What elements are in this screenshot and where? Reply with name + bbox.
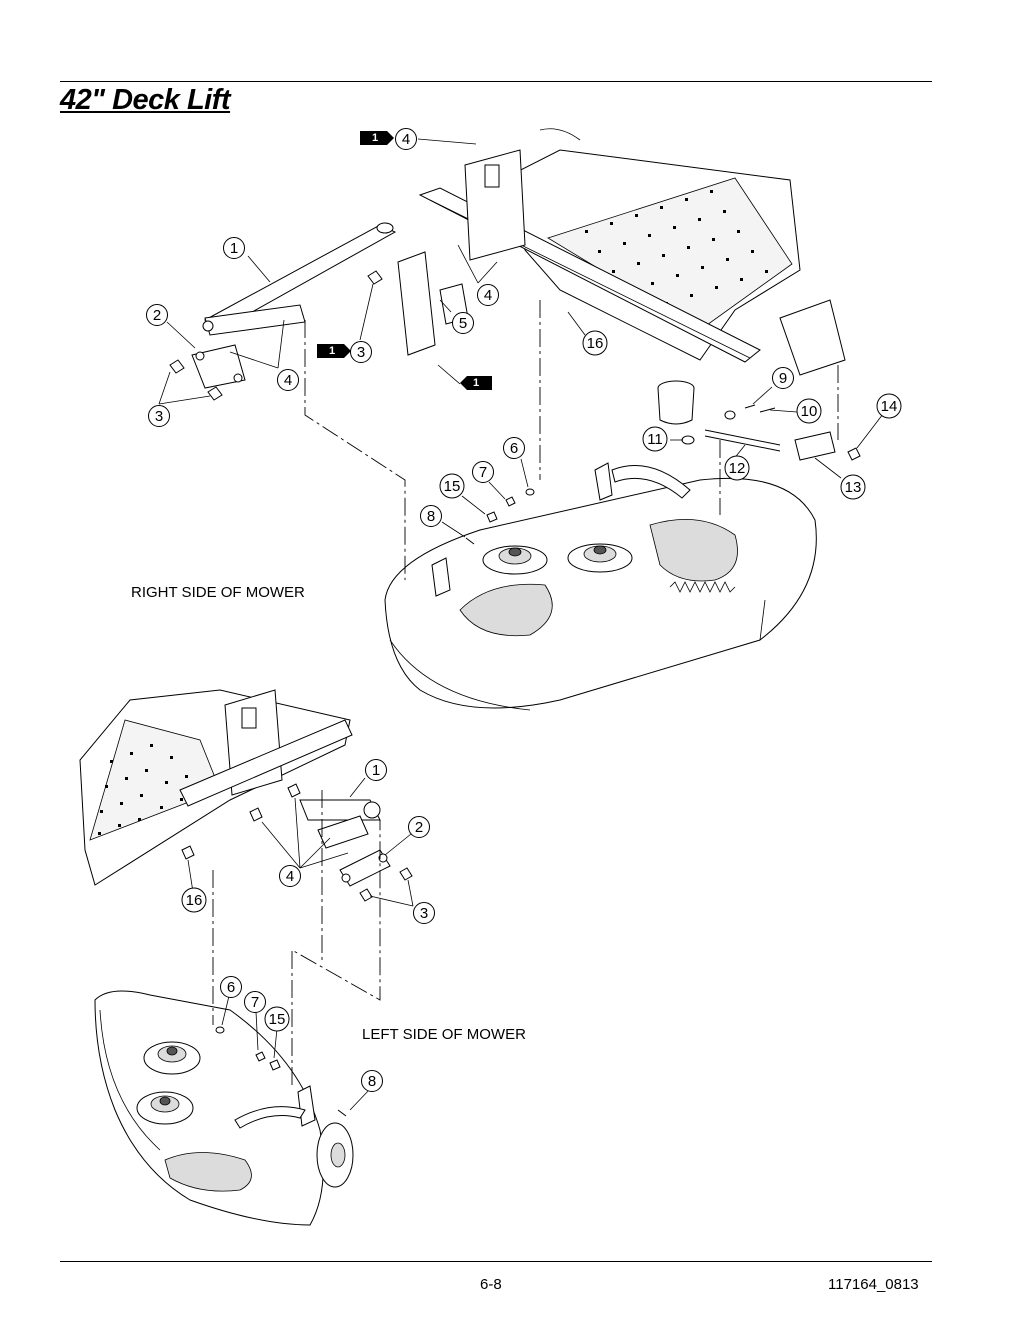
- callout-left-item-4: 4: [279, 865, 301, 887]
- svg-text:8: 8: [427, 508, 435, 525]
- svg-text:6: 6: [510, 440, 518, 457]
- support-bracket-right: [397, 251, 469, 356]
- callout-right-item-15: 15: [439, 473, 465, 499]
- callout-right-item-2: 2: [146, 304, 168, 326]
- callout-left-item-15: 15: [264, 1006, 290, 1032]
- svg-text:12: 12: [729, 460, 746, 477]
- callout-right-item-7: 7: [472, 461, 494, 483]
- document-number: 117164_0813: [828, 1276, 919, 1293]
- svg-text:8: 8: [368, 1073, 376, 1090]
- bottom-rule: [60, 1261, 932, 1262]
- alignment-lines-left: [212, 790, 381, 1085]
- svg-text:10: 10: [801, 403, 818, 420]
- callout-right-item-4: 4: [277, 369, 299, 391]
- svg-text:3: 3: [155, 408, 163, 425]
- callout-left-item-8: 8: [361, 1070, 383, 1092]
- svg-text:2: 2: [153, 307, 161, 324]
- alignment-lines-right: [304, 300, 839, 580]
- svg-text:13: 13: [845, 479, 862, 496]
- svg-text:2: 2: [415, 819, 423, 836]
- callout-left-item-3: 3: [413, 902, 435, 924]
- callout-right-item-9: 9: [772, 367, 794, 389]
- leaders-right: [158, 138, 884, 538]
- flag-marker-b: 1: [317, 344, 351, 358]
- callout-right-item-16: 16: [582, 330, 608, 356]
- callout-right-item-12: 12: [724, 455, 750, 481]
- left-side-label: LEFT SIDE OF MOWER: [362, 1026, 526, 1043]
- svg-text:3: 3: [357, 344, 365, 361]
- svg-text:15: 15: [444, 478, 461, 495]
- svg-text:5: 5: [459, 315, 467, 332]
- callout-left-item-2: 2: [408, 816, 430, 838]
- top-rule: [60, 81, 932, 82]
- callout-right-item-6: 6: [503, 437, 525, 459]
- page-title: 42" Deck Lift: [60, 84, 231, 116]
- svg-text:4: 4: [484, 287, 492, 304]
- callout-left-item-6: 6: [220, 976, 242, 998]
- callout-right-item-3: 3: [350, 341, 372, 363]
- svg-text:4: 4: [284, 372, 292, 389]
- svg-text:1: 1: [473, 377, 479, 389]
- svg-text:14: 14: [881, 398, 898, 415]
- svg-text:16: 16: [186, 892, 203, 909]
- callout-right-item-14: 14: [876, 393, 902, 419]
- callout-right-item-1: 1: [223, 237, 245, 259]
- callout-right-item-3: 3: [148, 405, 170, 427]
- callout-right-item-8: 8: [420, 505, 442, 527]
- svg-text:11: 11: [647, 431, 663, 448]
- footrest-holes: [585, 190, 768, 305]
- callout-left-item-7: 7: [244, 991, 266, 1013]
- callout-right-item-11: 11: [642, 426, 668, 452]
- lift-arm-right: [169, 222, 397, 401]
- flag-marker-a: 1: [360, 131, 394, 145]
- svg-text:9: 9: [779, 370, 787, 387]
- callout-right-item-13: 13: [840, 474, 866, 500]
- flag-marker-c: 1: [460, 376, 492, 390]
- callout-left-item-16: 16: [181, 887, 207, 913]
- deck-left: [94, 990, 354, 1226]
- page-number: 6-8: [480, 1276, 502, 1293]
- svg-text:1: 1: [329, 345, 335, 357]
- callouts-left: 1 2 4 3 16 67 15 8: [181, 759, 435, 1092]
- svg-text:1: 1: [372, 132, 378, 144]
- svg-text:7: 7: [251, 994, 259, 1011]
- right-side-label: RIGHT SIDE OF MOWER: [131, 584, 305, 601]
- svg-text:1: 1: [230, 240, 238, 257]
- svg-text:6: 6: [227, 979, 235, 996]
- footrest-holes-left: [98, 744, 188, 835]
- deck-right: [384, 404, 861, 711]
- frame-right: [418, 128, 846, 425]
- svg-text:15: 15: [269, 1011, 286, 1028]
- leaders-left: [187, 777, 414, 1111]
- callout-right-item-5: 5: [452, 312, 474, 334]
- callout-left-item-1: 1: [365, 759, 387, 781]
- lift-arm-left: [181, 783, 413, 902]
- callout-right-item-4: 4: [477, 284, 499, 306]
- svg-text:4: 4: [286, 868, 294, 885]
- frame-left: [79, 689, 353, 886]
- svg-text:3: 3: [420, 905, 428, 922]
- callout-right-item-4: 4: [395, 128, 417, 150]
- callout-right-item-10: 10: [796, 398, 822, 424]
- svg-text:7: 7: [479, 464, 487, 481]
- svg-text:4: 4: [402, 131, 410, 148]
- svg-text:16: 16: [587, 335, 604, 352]
- svg-text:1: 1: [372, 762, 380, 779]
